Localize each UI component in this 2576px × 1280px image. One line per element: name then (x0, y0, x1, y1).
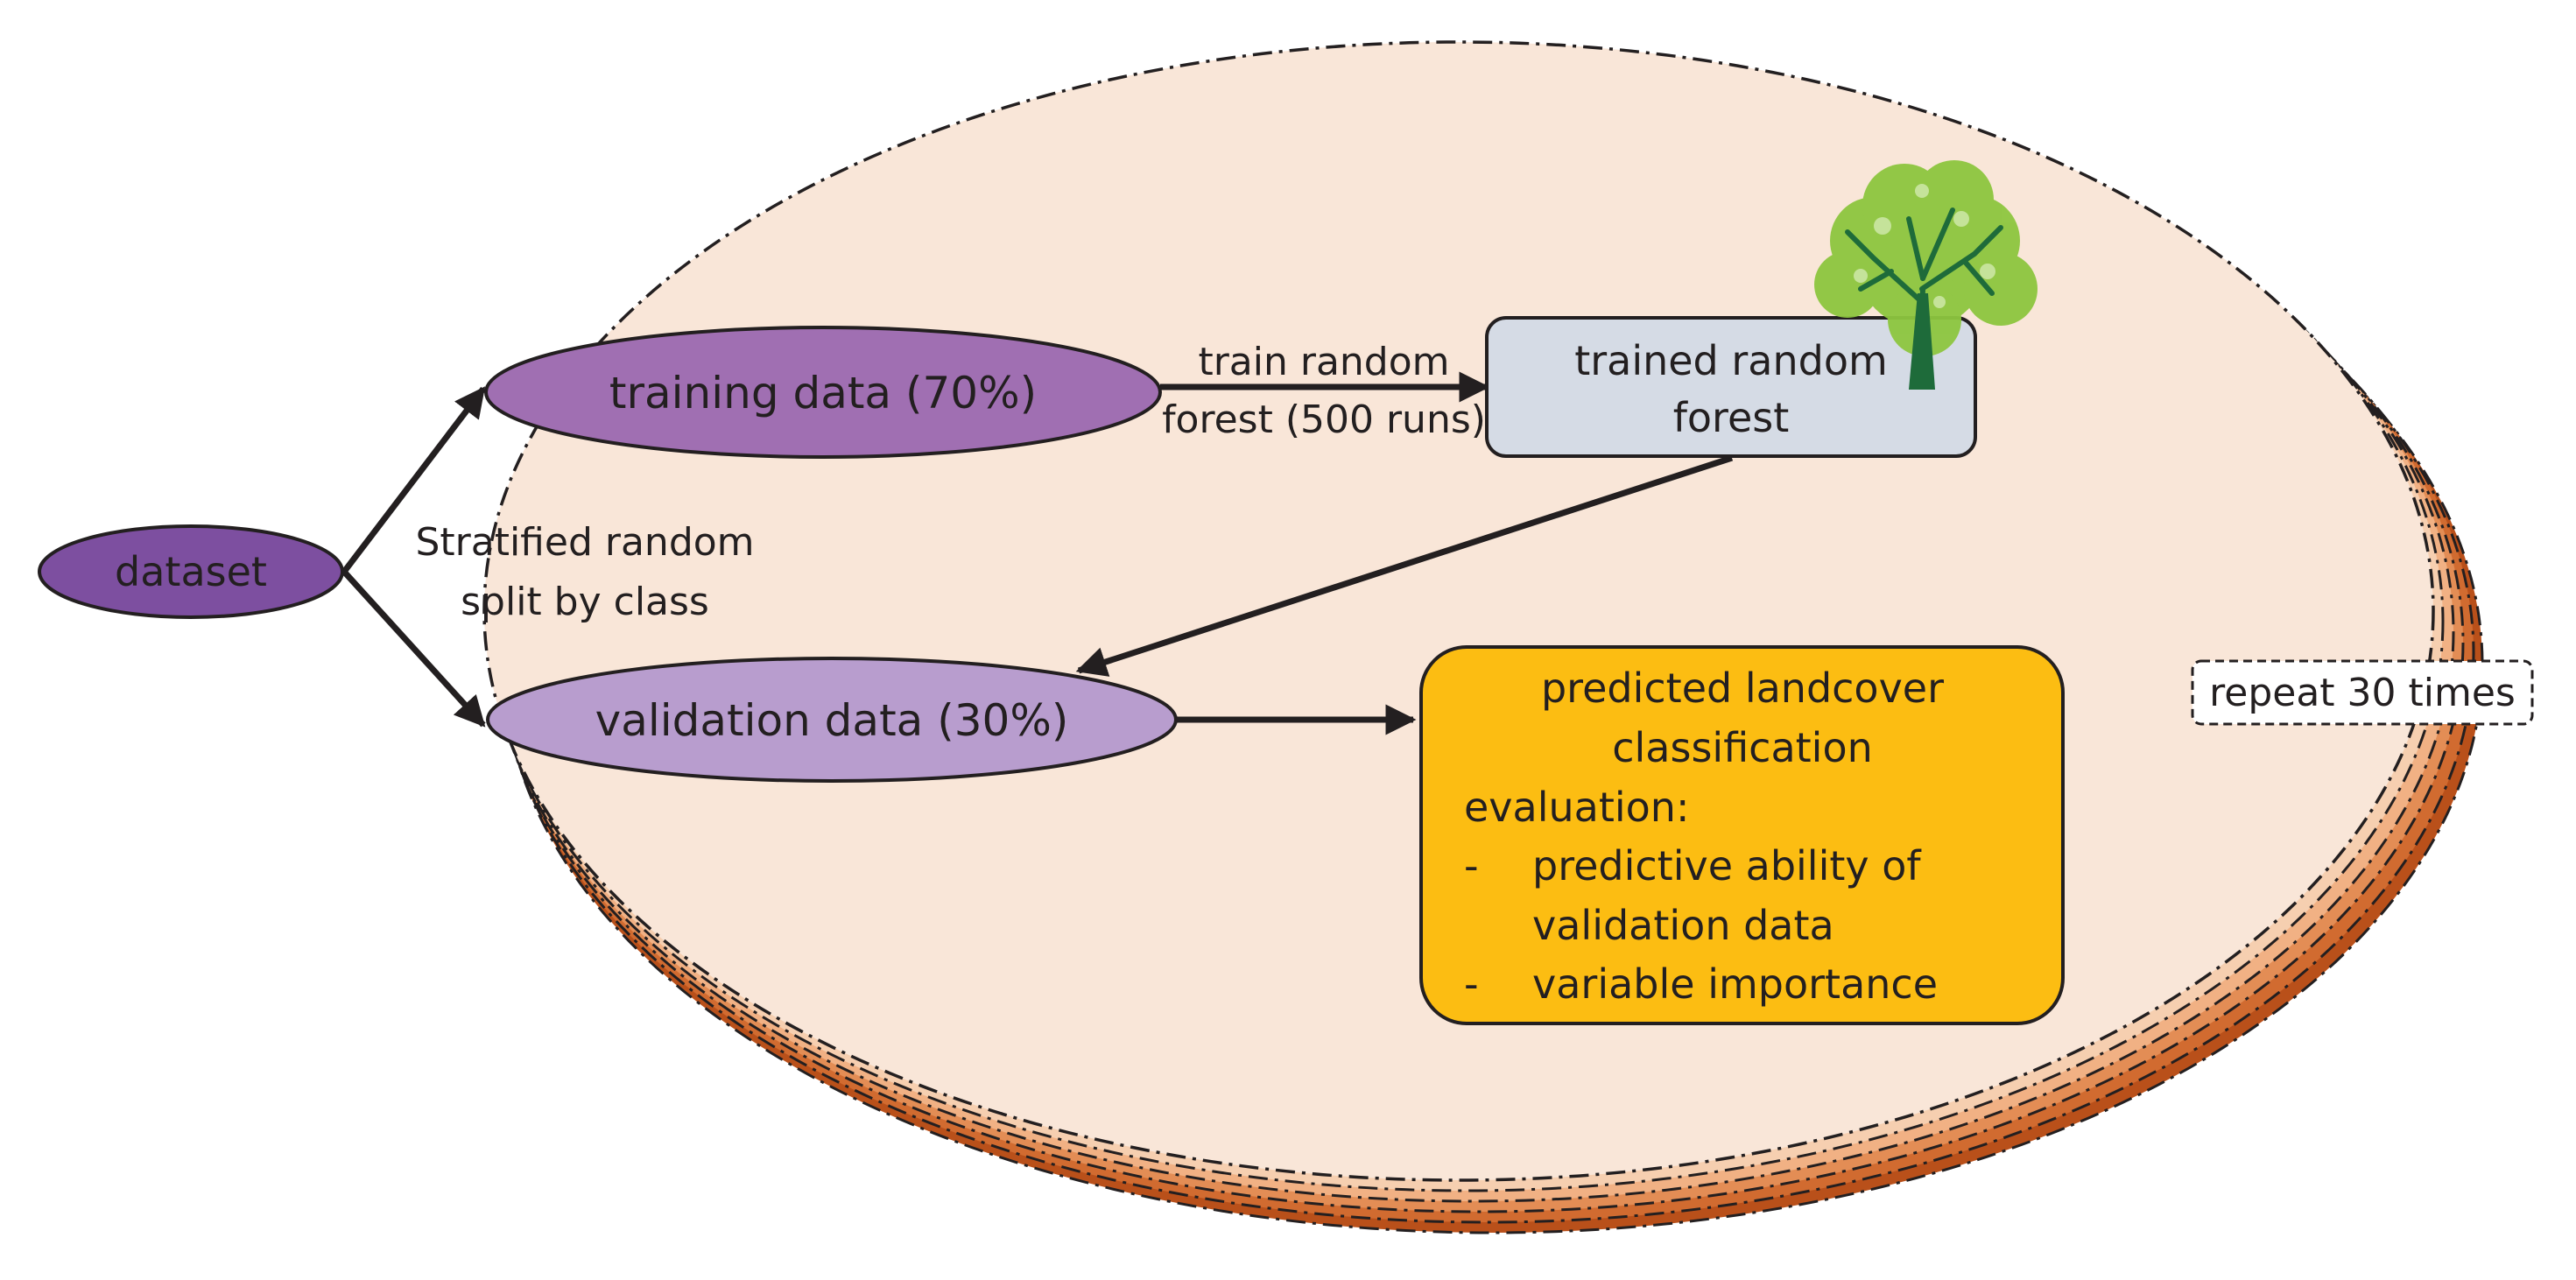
split-edge-label: Stratified random split by class (415, 520, 754, 624)
repeat-label: repeat 30 times (2191, 659, 2534, 726)
bullet-1-line-1: predictive ability of (1532, 842, 1922, 890)
train-label-line-2: forest (500 runs) (1162, 397, 1486, 442)
training-data-node: training data (70%) (484, 326, 1162, 459)
training-data-label: training data (70%) (609, 368, 1037, 418)
trained-forest-label-line-2: forest (1673, 394, 1790, 441)
trained-forest-node: trained random forest (1485, 316, 1977, 458)
bullet-dash-2: - (1464, 960, 1479, 1008)
edges (341, 371, 1734, 735)
predicted-title-line-2: classification (1612, 724, 1873, 771)
dataset-node: dataset (38, 524, 344, 619)
train-edge-label: train random forest (500 runs) (1162, 340, 1486, 442)
tree-icon (1814, 160, 2038, 390)
bullet-dash-1: - (1464, 842, 1479, 890)
predicted-title-line-1: predicted landcover (1541, 665, 1944, 712)
train-label-line-1: train random (1198, 340, 1449, 384)
predicted-landcover-node: predicted landcover classification evalu… (1419, 645, 2065, 1025)
loop-layers (482, 40, 2484, 1234)
arrow-trained-to-validation (1075, 454, 1734, 677)
split-label-line-2: split by class (461, 580, 709, 624)
repeat-label-text: repeat 30 times (2209, 671, 2516, 715)
bullet-1-line-2: validation data (1532, 902, 1834, 949)
arrow-dataset-to-validation (341, 569, 486, 728)
trained-forest-label-line-1: trained random (1574, 337, 1888, 384)
validation-data-node: validation data (30%) (486, 657, 1178, 783)
bullet-2-line-1: variable importance (1532, 960, 1938, 1008)
dataset-label: dataset (115, 548, 267, 595)
evaluation-heading: evaluation: (1464, 784, 1689, 831)
arrow-dataset-to-training (341, 386, 486, 574)
validation-data-label: validation data (30%) (595, 695, 1069, 746)
split-label-line-1: Stratified random (415, 520, 754, 565)
